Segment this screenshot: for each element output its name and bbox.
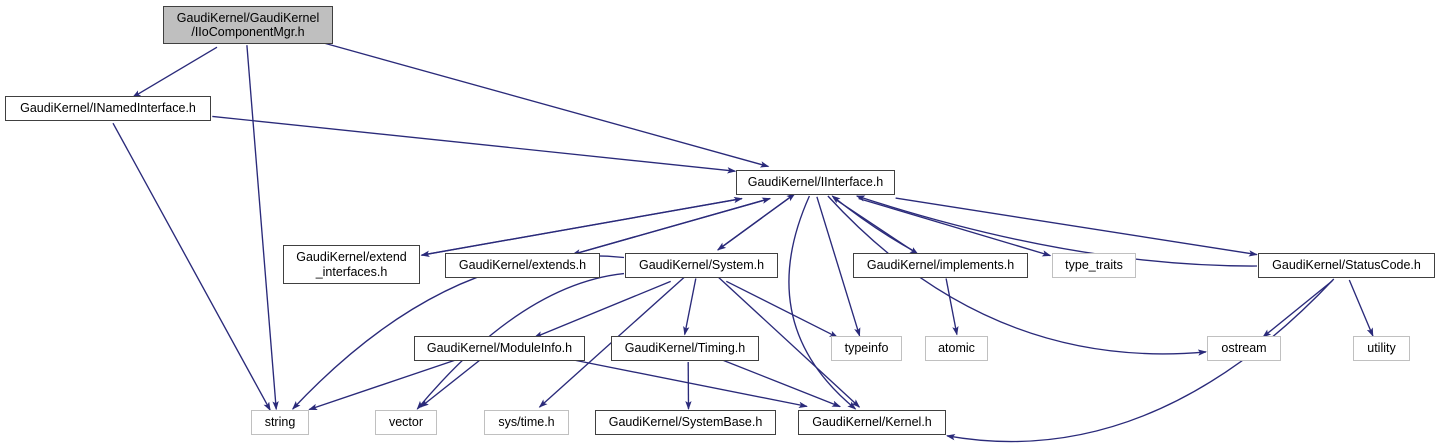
graph-node-timing[interactable]: GaudiKernel/Timing.h	[611, 336, 759, 361]
graph-edge	[421, 196, 743, 256]
graph-node-systembase[interactable]: GaudiKernel/SystemBase.h	[595, 410, 776, 435]
graph-edge	[308, 358, 458, 411]
graph-edge	[946, 278, 1335, 443]
graph-edge	[855, 195, 1258, 267]
graph-edge	[131, 46, 218, 98]
graph-node-ostream[interactable]: ostream	[1207, 336, 1281, 361]
graph-node-root[interactable]: GaudiKernel/GaudiKernel /IIoComponentMgr…	[163, 6, 333, 44]
graph-node-string[interactable]: string	[251, 410, 309, 435]
graph-edge	[1348, 279, 1374, 337]
graph-edge	[858, 197, 1052, 257]
graph-edge	[321, 41, 770, 168]
graph-edge	[945, 278, 959, 336]
graph-node-atomic[interactable]: atomic	[925, 336, 988, 361]
graph-node-moduleinfo[interactable]: GaudiKernel/ModuleInfo.h	[414, 336, 585, 361]
graph-edge	[725, 280, 839, 338]
graph-edge	[246, 45, 279, 411]
graph-edge	[572, 197, 772, 256]
graph-node-extends[interactable]: GaudiKernel/extends.h	[445, 253, 600, 278]
graph-node-inamed[interactable]: GaudiKernel/INamedInterface.h	[5, 96, 211, 121]
graph-edge	[827, 195, 1207, 356]
graph-edge	[717, 193, 796, 251]
graph-edge	[419, 359, 481, 408]
graph-node-vector[interactable]: vector	[375, 410, 437, 435]
graph-node-statuscode[interactable]: GaudiKernel/StatusCode.h	[1258, 253, 1435, 278]
graph-edge	[717, 276, 861, 408]
graph-edge	[816, 196, 861, 337]
graph-edge	[1262, 280, 1333, 338]
graph-node-kernel[interactable]: GaudiKernel/Kernel.h	[798, 410, 946, 435]
graph-node-extendi[interactable]: GaudiKernel/extend _interfaces.h	[283, 245, 420, 284]
graph-node-typeinfo[interactable]: typeinfo	[831, 336, 902, 361]
graph-edge	[788, 195, 857, 410]
graph-edge	[721, 358, 842, 408]
graph-edge	[212, 115, 737, 174]
graph-node-system[interactable]: GaudiKernel/System.h	[625, 253, 778, 278]
graph-node-utility[interactable]: utility	[1353, 336, 1410, 361]
graph-edge	[416, 272, 625, 410]
graph-edge	[683, 278, 697, 336]
graph-node-typetraits[interactable]: type_traits	[1052, 253, 1136, 278]
graph-node-iinterface[interactable]: GaudiKernel/IInterface.h	[736, 170, 895, 195]
graph-node-systime[interactable]: sys/time.h	[484, 410, 569, 435]
graph-edge	[112, 122, 271, 412]
graph-edge	[831, 195, 916, 253]
graph-node-implements[interactable]: GaudiKernel/implements.h	[853, 253, 1028, 278]
graph-edge	[895, 197, 1258, 257]
graph-edge	[533, 280, 671, 339]
